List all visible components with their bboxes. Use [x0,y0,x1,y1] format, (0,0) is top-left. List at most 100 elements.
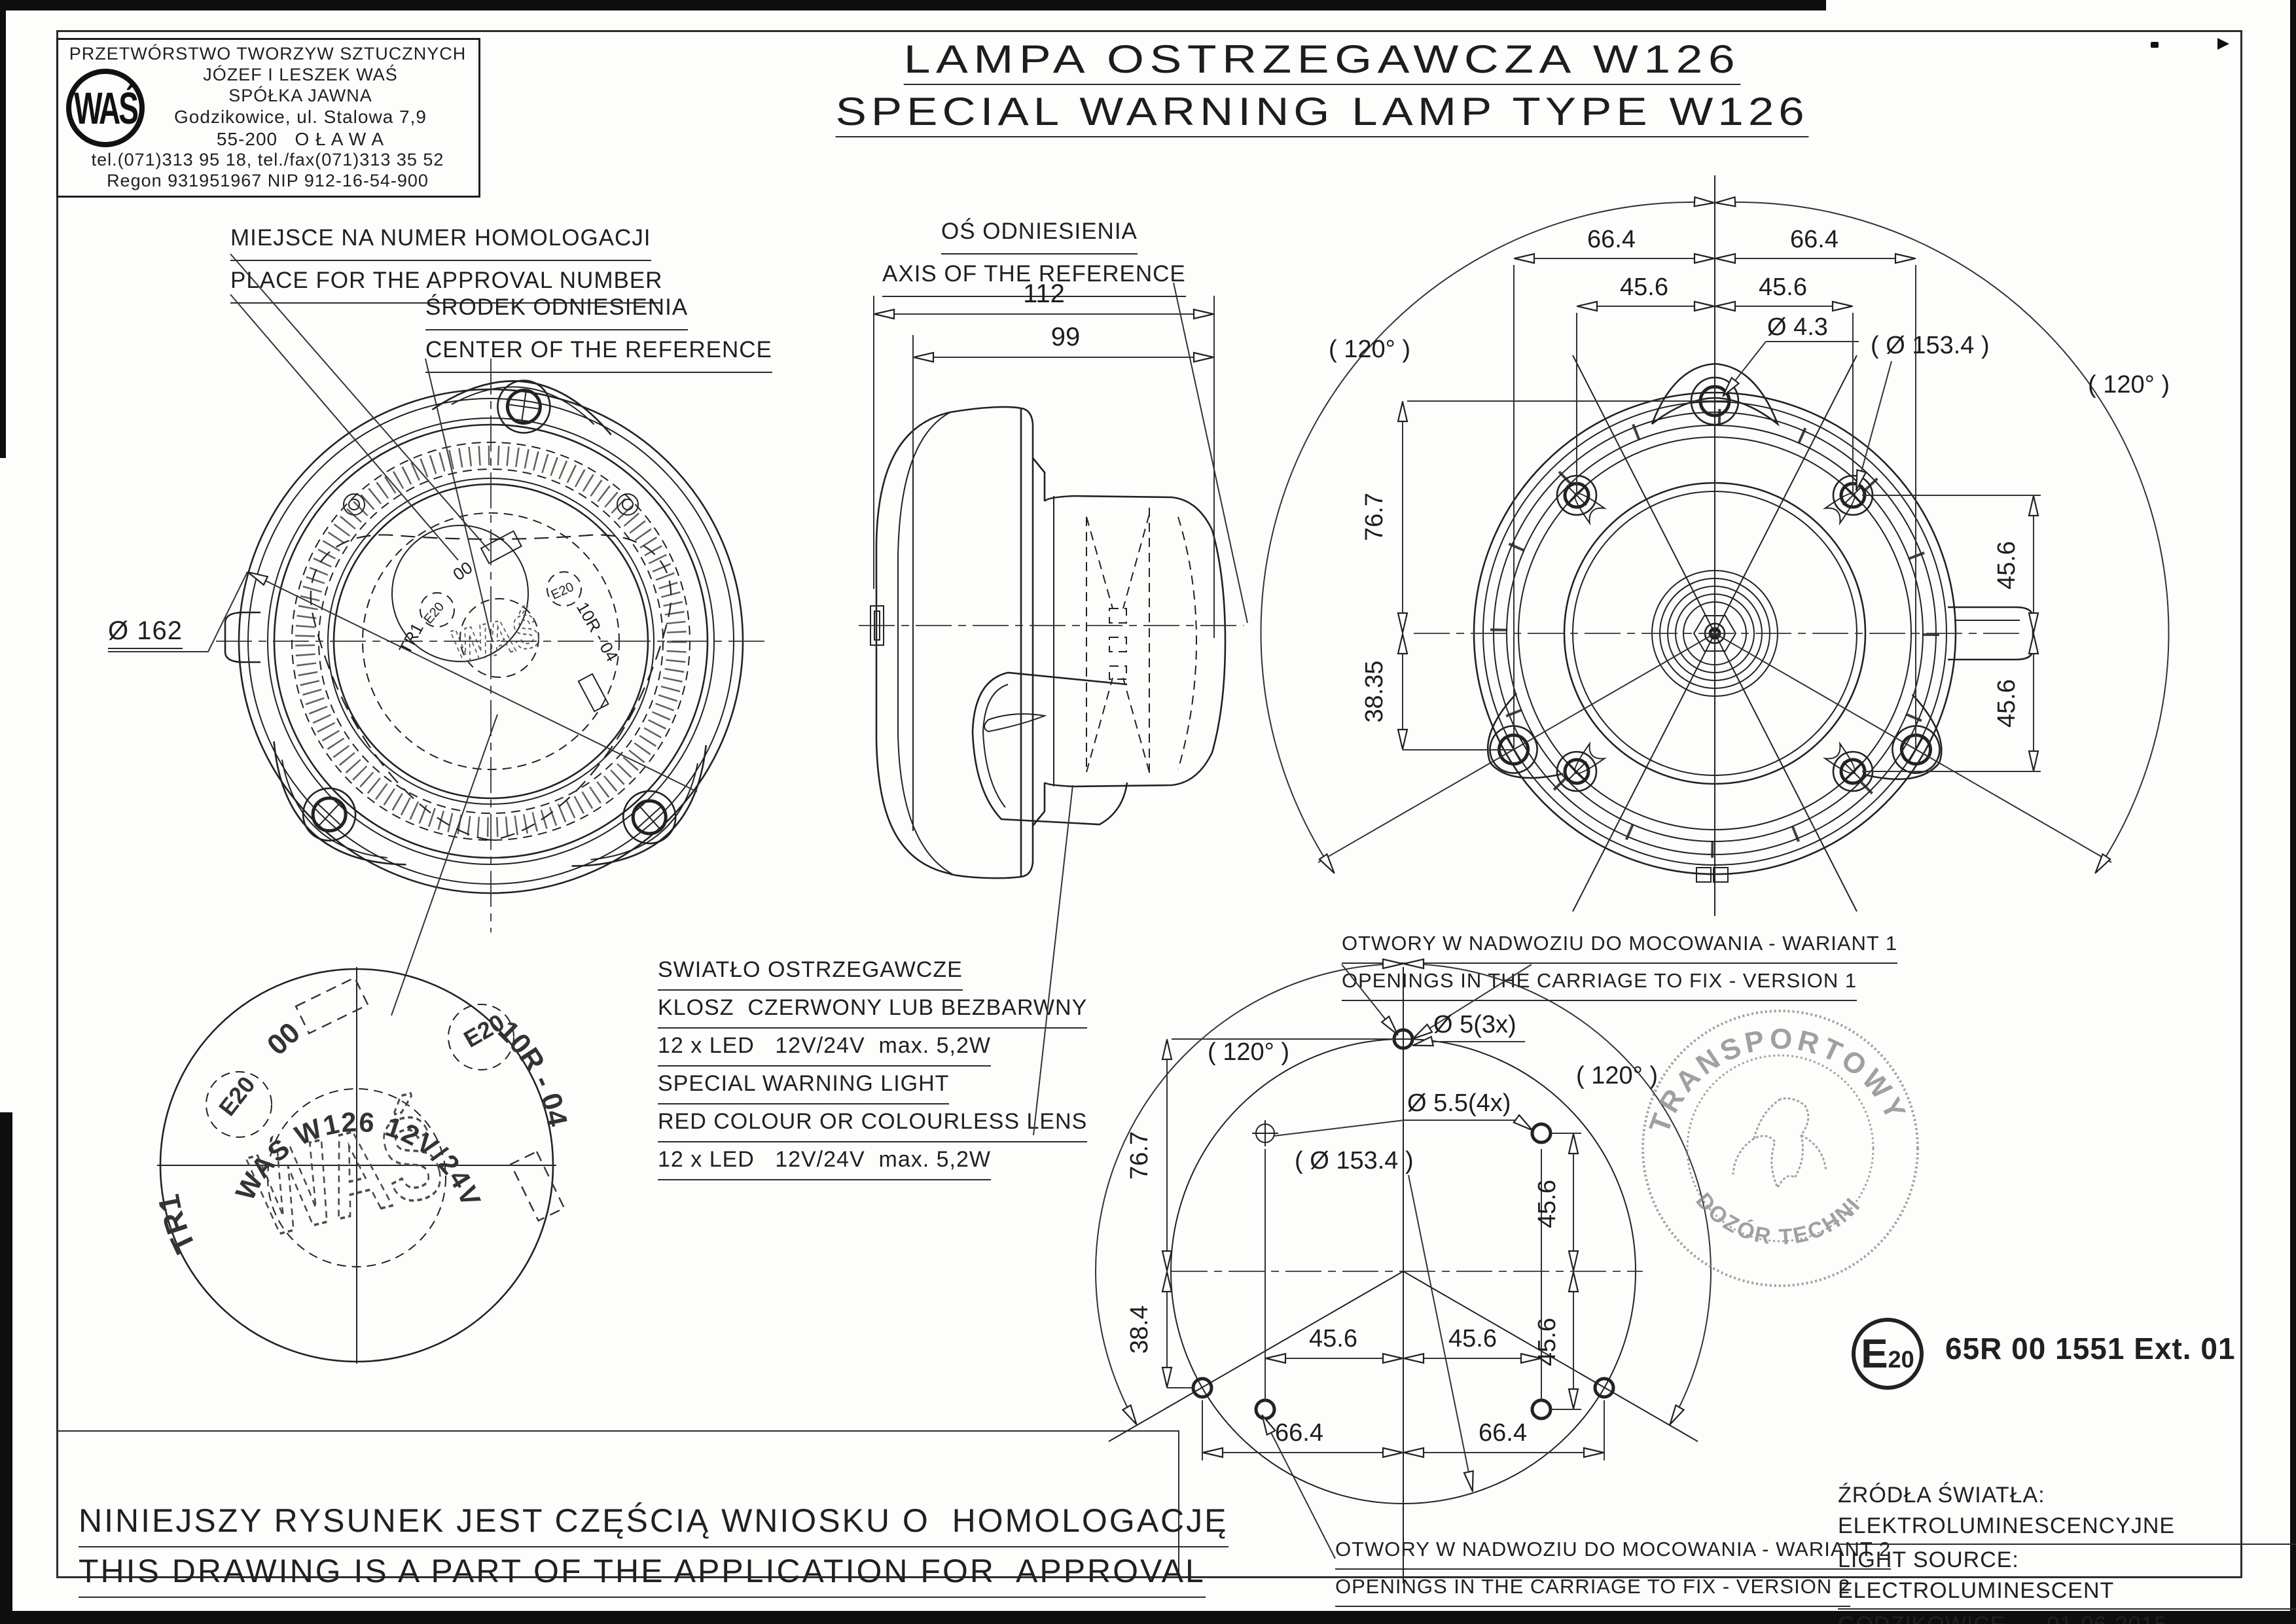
title-en: SPECIAL WARNING LAMP TYPE W126 [835,89,1809,137]
svg-text:45.6: 45.6 [1309,1325,1357,1352]
front-connector-tab [224,611,260,663]
svg-text:45.6: 45.6 [1534,1180,1561,1228]
company-logo: WAŚ [66,69,145,147]
svg-text:45.6: 45.6 [1620,274,1668,301]
label-approval-pl: MIEJSCE NA NUMER HOMOLOGACJI [230,219,651,261]
spec-l4: SPECIAL WARNING LIGHT [658,1067,950,1104]
tdt-stamp: TRANSPORTOWY DOZÓR TECHNICZNY [0,0,1919,1287]
company-line4: Godzikowice, ul. Stalowa 7,9 [174,107,427,127]
label-axis-pl: OŚ ODNIESIENIA [941,212,1138,255]
svg-text:66.4: 66.4 [1275,1419,1323,1447]
source-date: 01-06-2015 [2047,1612,2167,1624]
svg-text:( 120° ): ( 120° ) [2088,371,2170,398]
company-line6: tel.(071)313 95 18, tel./fax(071)313 35 … [91,150,444,169]
svg-text:TR1: TR1 [151,1192,202,1258]
spec-l5: RED COLOUR OR COLOURLESS LENS [658,1104,1088,1142]
company-line7: Regon 931951967 NIP 912-16-54-900 [107,171,429,190]
svg-text:( Ø 153.4 ): ( Ø 153.4 ) [1295,1147,1414,1174]
front-ear-top [431,380,612,436]
svg-text:76.7: 76.7 [1361,493,1388,541]
svg-text:76.7: 76.7 [1126,1131,1153,1180]
label-openings1-pl: OTWORY W NADWOZIU DO MOCOWANIA - WARIANT… [1342,927,1898,964]
scan-edge-left-top [0,0,6,458]
spec-l3: 12 x LED 12V/24V max. 5,2W [658,1029,992,1067]
label-openings2-en: OPENINGS IN THE CARRIAGE TO FIX - VERSIO… [1335,1570,1851,1607]
company-logo-text: WAŚ [74,82,139,133]
statement-box [56,1430,1179,1576]
scan-speck-2 [2217,38,2229,50]
svg-text:66.4: 66.4 [1587,226,1636,253]
drawing-frame [56,30,2242,1578]
title-pl: LAMPA OSTRZEGAWCZA W126 [903,37,1741,85]
svg-text:WAŚ W126 12V/24V max. 5,2W: WAŚ W126 12V/24V max. 5,2W [0,0,487,1212]
side-view: 112 99 [859,279,1248,1136]
source-en: LIGHT SOURCE: ELECTROLUMINESCENT [1838,1545,2296,1610]
svg-text:( 120° ): ( 120° ) [1576,1062,1658,1089]
svg-text:E20: E20 [549,580,577,603]
source-place-date: GODZIKOWICE 01-06-2015 [1838,1610,2167,1624]
front-ear-left [571,745,708,867]
svg-text:66.4: 66.4 [1790,226,1839,253]
source-place: GODZIKOWICE [1838,1612,2006,1624]
label-center-pl: ŚRODEK ODNIESIENIA [425,288,689,330]
svg-text:Ø 4.3: Ø 4.3 [1767,313,1828,341]
svg-text:45.6: 45.6 [1534,1318,1561,1366]
rear-screw-right [1486,692,1564,779]
statement: NINIEJSZY RYSUNEK JEST CZĘŚCIĄ WNIOSKU O… [79,1497,1229,1598]
svg-text:00: 00 [261,1016,306,1061]
rear-view: 66.4 66.4 45.6 45.6 Ø 4.3 ( Ø 153.4 ) ( … [1260,175,2170,916]
scan-edge-top [0,0,1826,10]
company-line2: JÓZEF I LESZEK WAŚ [203,65,398,84]
svg-text:( 120° ): ( 120° ) [1208,1038,1289,1066]
svg-text:112: 112 [1023,279,1065,308]
dim-162-label: Ø 162 [108,616,183,649]
company-block: WAŚ PRZETWÓRSTWO TWORZYW SZTUCZNYCH JÓZE… [56,38,480,198]
approval-number: 65R 00 1551 Ext. 01 [1945,1332,2236,1366]
mounting-diagram: Ø 5(3x) Ø 5.5(4x) ( Ø 153.4 ) ( 120° ) (… [1095,958,1712,1583]
source-block: ŹRÓDŁA ŚWIATŁA: ELEKTROLUMINESCENCYJNE L… [1838,1480,2296,1624]
label-openings-v2: OTWORY W NADWOZIU DO MOCOWANIA - WARIANT… [1335,1532,1892,1607]
svg-text:E20: E20 [213,1071,260,1121]
sheet-title: LAMPA OSTRZEGAWCZA W126 SPECIAL WARNING … [835,37,1809,137]
svg-text:66.4: 66.4 [1479,1419,1527,1447]
label-openings2-pl: OTWORY W NADWOZIU DO MOCOWANIA - WARIANT… [1335,1532,1892,1570]
spec-l2: KLOSZ CZERWONY LUB BEZBARWNY [658,991,1088,1029]
spec-block: SWIATŁO OSTRZEGAWCZE KLOSZ CZERWONY LUB … [658,953,1088,1180]
svg-text:TRANSPORTOWY: TRANSPORTOWY [1643,1023,1913,1137]
svg-text:38.35: 38.35 [1361,660,1388,722]
marking-detail-view: WAŚ WAŚ W126 12V/24V max. 5,2W TR1 E20 0… [0,0,573,1364]
svg-text:38.4: 38.4 [1126,1305,1153,1354]
scan-edge-right [2290,0,2296,1624]
svg-text:45.6: 45.6 [1993,541,2020,590]
label-center-ref: ŚRODEK ODNIESIENIA CENTER OF THE REFEREN… [425,288,772,373]
svg-text:E20: E20 [422,599,448,626]
e-mark: E20 [1852,1318,1924,1390]
scan-edge-left-bottom [0,1112,12,1624]
source-pl: ŹRÓDŁA ŚWIATŁA: ELEKTROLUMINESCENCYJNE [1838,1480,2296,1545]
svg-text:99: 99 [1051,323,1081,351]
svg-text:10R - 04: 10R - 04 [492,1014,573,1129]
svg-text:Ø 5.5(4x): Ø 5.5(4x) [1407,1089,1511,1117]
scan-edge-bottom [0,1611,2296,1624]
svg-text:45.6: 45.6 [1759,274,1807,301]
svg-text:WAŚ: WAŚ [448,604,544,673]
front-ring-screw-2 [617,493,639,516]
label-approval-en: PLACE FOR THE APPROVAL NUMBER [230,261,663,304]
front-ring-screw-1 [343,493,365,516]
company-line3: SPÓŁKA JAWNA [228,86,372,105]
svg-text:( Ø 153.4 ): ( Ø 153.4 ) [1871,332,1990,359]
label-axis-en: AXIS OF THE REFERENCE [882,255,1186,297]
scan-speck-1 [2151,42,2159,48]
label-center-en: CENTER OF THE REFERENCE [425,330,772,373]
label-approval-place: MIEJSCE NA NUMER HOMOLOGACJI PLACE FOR T… [230,219,663,304]
company-line1: PRZETWÓRSTWO TWORZYW SZTUCZNYCH [69,44,467,63]
front-ear-right [273,741,406,866]
svg-text:45.6: 45.6 [1993,679,2020,728]
front-view: TR1 E20 00 E20 10R - 04 WAŚ [108,253,769,1016]
statement-en: THIS DRAWING IS A PART OF THE APPLICATIO… [79,1547,1206,1598]
svg-text:45.6: 45.6 [1448,1325,1497,1352]
label-axis-ref: OŚ ODNIESIENIA AXIS OF THE REFERENCE [882,212,1186,297]
spec-l6: 12 x LED 12V/24V max. 5,2W [658,1142,992,1180]
